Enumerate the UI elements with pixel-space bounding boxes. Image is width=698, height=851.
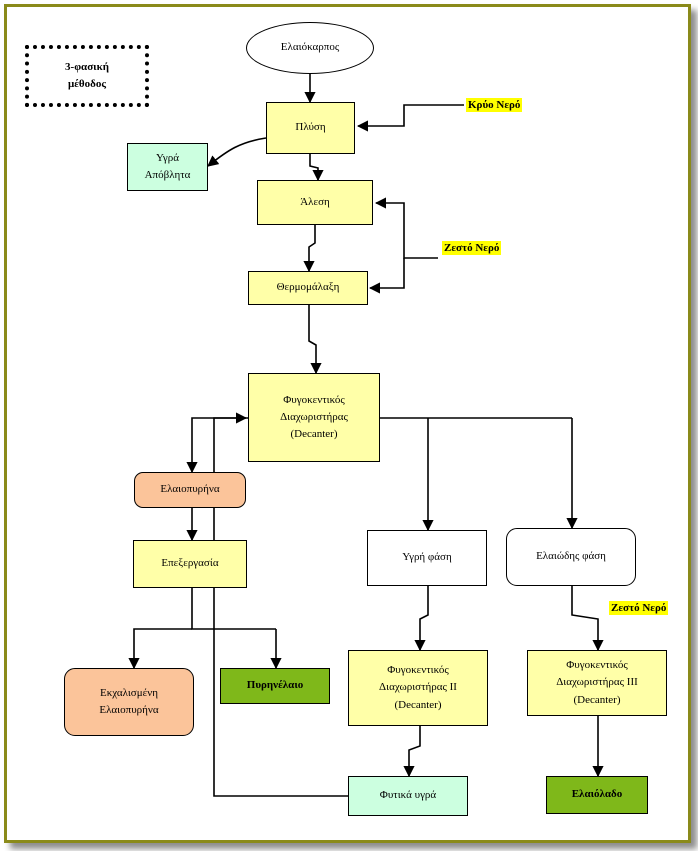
edge-washing-grinding — [309, 154, 324, 182]
node-exhausted-pomace: Εκχαλισμένη Ελαιοπυρήνα — [64, 668, 194, 736]
edge-coldwater-washing — [356, 104, 464, 132]
edge-water-decanter2 — [414, 586, 429, 652]
edge-decanter1-pomace — [186, 417, 248, 474]
edge-decanter2-vegwater — [403, 726, 421, 778]
node-pomace-oil: Πυρηνέλαιο — [220, 668, 330, 704]
node-olive-fruit: Ελαιόκαρπος — [246, 22, 374, 74]
edge-processing-split — [191, 588, 276, 630]
edge-processing-exhausted — [128, 628, 192, 670]
node-grinding: Άλεση — [257, 180, 373, 225]
edge-vegwater-recycle — [213, 412, 348, 797]
node-olive-pomace: Ελαιοπυρήνα — [134, 472, 246, 508]
node-decanter-3: Φυγοκεντικός Διαχωριστήρας ΙΙΙ (Decanter… — [527, 650, 667, 716]
node-vegetable-water: Φυτικά υγρά — [348, 776, 468, 816]
input-hot-water-1: Ζεστό Νερό — [442, 241, 502, 255]
node-oil-phase: Ελαιώδης φάση — [506, 528, 636, 586]
edge-washing-waste — [207, 137, 267, 167]
node-malaxation: Θερμομάλαξη — [248, 271, 368, 305]
node-decanter-2: Φυγοκεντικός Διαχωριστήρας ΙΙ (Decanter) — [348, 650, 488, 726]
node-decanter-1: Φυγοκεντικός Διαχωριστήρας (Decanter) — [248, 373, 380, 462]
edge-malax-decanter1 — [308, 305, 322, 375]
node-olive-oil: Ελαιόλαδο — [546, 776, 648, 814]
edge-grinding-malax — [303, 225, 316, 273]
node-processing: Επεξεργασία — [133, 540, 247, 588]
edge-hotwater-grinding — [374, 197, 438, 259]
input-cold-water: Κρύο Νερό — [466, 98, 523, 112]
edge-oil-decanter3 — [571, 586, 604, 652]
input-hot-water-2: Ζεστό Νερό — [609, 601, 669, 615]
node-water-phase: Υγρή φάση — [367, 530, 487, 586]
edge-hotwater-malax — [368, 258, 405, 294]
method-label: 3-φασική μέθοδος — [25, 45, 149, 107]
node-washing: Πλύση — [266, 102, 355, 154]
node-liquid-waste: Υγρά Απόβλητα — [127, 143, 208, 191]
